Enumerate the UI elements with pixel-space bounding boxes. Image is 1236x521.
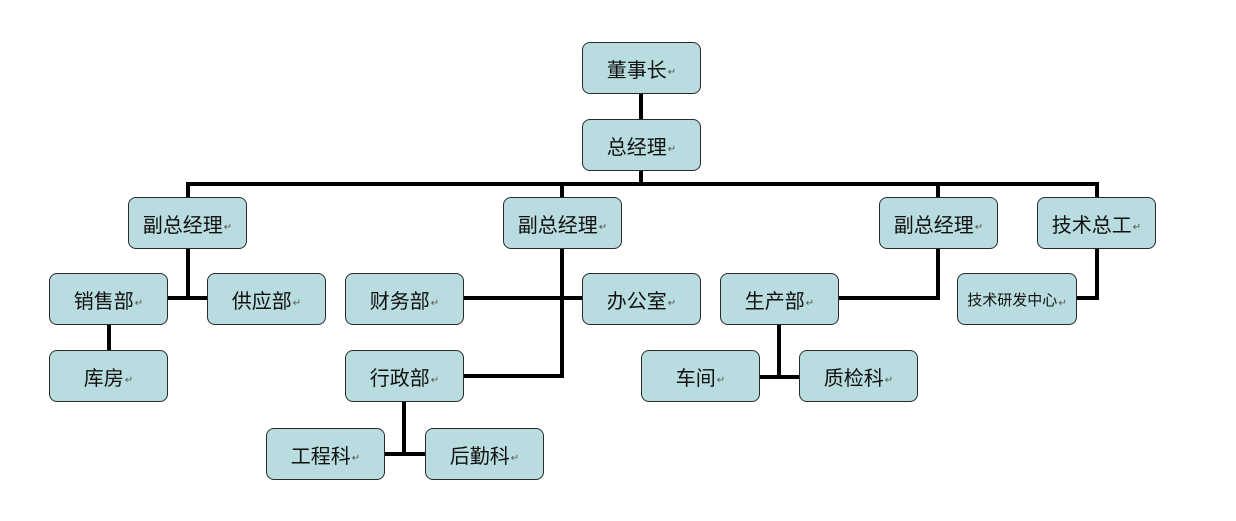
- node-label: 销售部: [73, 288, 134, 313]
- node-label: 生产部: [744, 288, 805, 313]
- paragraph-mark-icon: ↵: [667, 297, 677, 309]
- node-quality-inspection: 质检科↵: [799, 350, 918, 402]
- node-label: 办公室: [606, 288, 667, 313]
- paragraph-mark-icon: ↵: [134, 297, 144, 309]
- paragraph-mark-icon: ↵: [805, 297, 815, 309]
- node-sales: 销售部↵: [49, 273, 168, 325]
- node-label: 财务部: [369, 288, 430, 313]
- node-label: 董事长: [606, 57, 667, 82]
- paragraph-mark-icon: ↵: [351, 452, 361, 464]
- node-logistics-section: 后勤科↵: [425, 428, 544, 480]
- paragraph-mark-icon: ↵: [667, 143, 677, 155]
- node-vice-gm-2: 副总经理↵: [503, 197, 622, 249]
- node-label: 总经理: [606, 134, 667, 159]
- node-chairman: 董事长↵: [582, 42, 701, 94]
- paragraph-mark-icon: ↵: [884, 374, 894, 386]
- node-administration: 行政部↵: [345, 350, 464, 402]
- paragraph-mark-icon: ↵: [292, 297, 302, 309]
- node-label: 副总经理: [517, 212, 598, 237]
- node-label: 后勤科: [449, 443, 510, 468]
- paragraph-mark-icon: ↵: [430, 297, 440, 309]
- node-label: 技术总工: [1051, 212, 1132, 237]
- paragraph-mark-icon: ↵: [598, 221, 608, 233]
- node-label: 车间: [675, 365, 716, 390]
- paragraph-mark-icon: ↵: [510, 452, 520, 464]
- paragraph-mark-icon: ↵: [667, 66, 677, 78]
- node-vice-gm-1: 副总经理↵: [128, 197, 247, 249]
- paragraph-mark-icon: ↵: [430, 374, 440, 386]
- paragraph-mark-icon: ↵: [223, 221, 233, 233]
- node-workshop: 车间↵: [641, 350, 760, 402]
- node-supply: 供应部↵: [207, 273, 326, 325]
- node-label: 供应部: [231, 288, 292, 313]
- node-office: 办公室↵: [582, 273, 701, 325]
- node-finance: 财务部↵: [345, 273, 464, 325]
- paragraph-mark-icon: ↵: [716, 374, 726, 386]
- node-label: 副总经理: [142, 212, 223, 237]
- node-label: 技术研发中心: [967, 290, 1058, 309]
- node-rd-center: 技术研发中心↵: [957, 273, 1077, 325]
- node-general-manager: 总经理↵: [582, 119, 701, 171]
- node-vice-gm-3: 副总经理↵: [879, 197, 998, 249]
- node-engineering-section: 工程科↵: [266, 428, 385, 480]
- node-label: 工程科: [290, 443, 351, 468]
- paragraph-mark-icon: ↵: [974, 221, 984, 233]
- node-production: 生产部↵: [720, 273, 839, 325]
- node-warehouse: 库房↵: [49, 350, 168, 402]
- node-label: 质检科: [823, 365, 884, 390]
- node-label: 库房: [83, 365, 124, 390]
- node-label: 行政部: [369, 365, 430, 390]
- paragraph-mark-icon: ↵: [1132, 221, 1142, 233]
- paragraph-mark-icon: ↵: [124, 374, 134, 386]
- node-label: 副总经理: [893, 212, 974, 237]
- paragraph-mark-icon: ↵: [1058, 297, 1067, 309]
- node-chief-engineer: 技术总工↵: [1037, 197, 1156, 249]
